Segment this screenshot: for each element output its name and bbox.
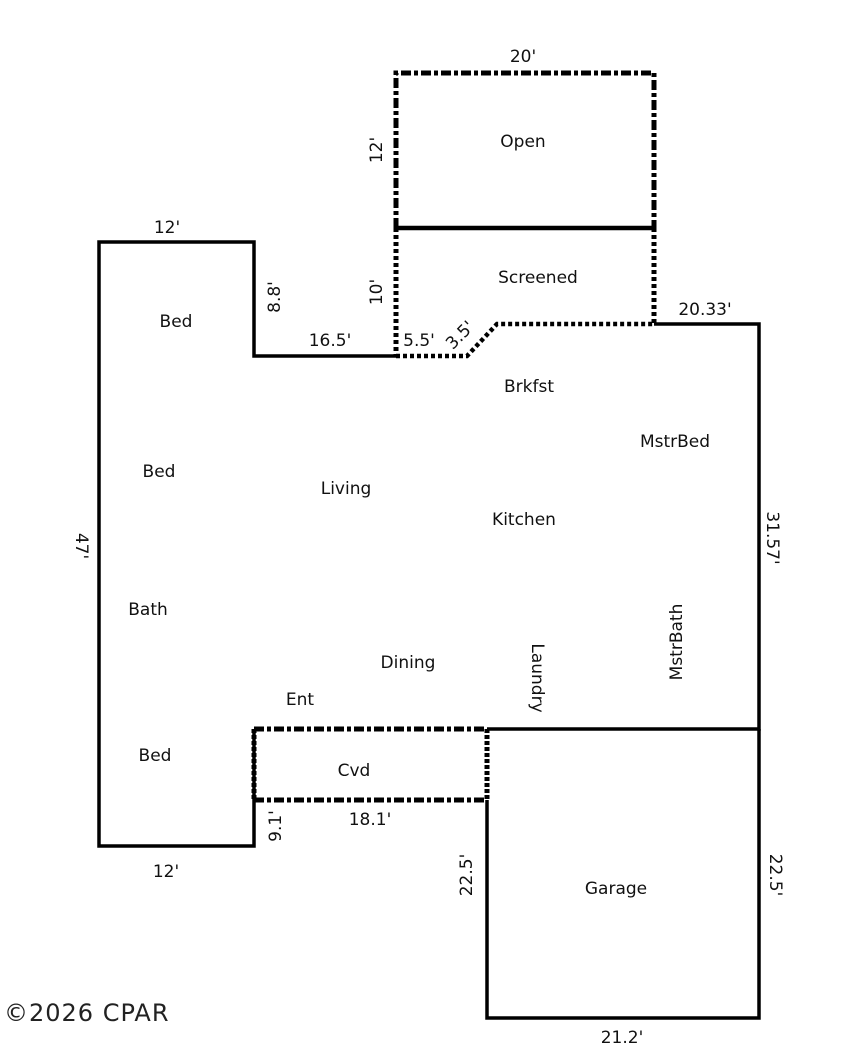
- room-label-brkfst: Brkfst: [504, 377, 554, 397]
- dimension-top-left-width: 12': [154, 218, 180, 238]
- room-label-mstrbed: MstrBed: [640, 432, 710, 452]
- dimension-screened-bottom: 5.5': [403, 331, 435, 351]
- dimension-bottom-left-width: 12': [153, 862, 179, 882]
- dimension-garage-left: 22.5': [457, 854, 477, 897]
- dimension-garage-bottom: 21.2': [601, 1028, 644, 1048]
- dimension-cvd-left: 9.1': [266, 810, 286, 842]
- dimension-top-right-width: 20.33': [678, 300, 731, 320]
- room-label-kitchen: Kitchen: [492, 510, 556, 530]
- dimension-screened-left: 10': [367, 279, 387, 305]
- dimension-cvd-bottom: 18.1': [349, 810, 392, 830]
- room-label-ent: Ent: [286, 690, 315, 710]
- dimension-left-height: 47': [71, 533, 91, 559]
- room-label-dining: Dining: [381, 653, 436, 673]
- screened-porch-outline: [393, 225, 657, 359]
- dimension-open-left: 12': [367, 137, 387, 163]
- room-label-mstrbath: MstrBath: [667, 604, 687, 681]
- room-label-bath: Bath: [128, 600, 168, 620]
- room-label-garage: Garage: [585, 879, 647, 899]
- room-label-bed: Bed: [139, 746, 172, 766]
- room-label-laundry: Laundry: [527, 643, 547, 712]
- dimension-right-height: 31.57': [762, 511, 782, 564]
- room-label-screened: Screened: [498, 268, 578, 288]
- covered-entry-outline: [251, 726, 490, 803]
- dimension-left-step-height: 8.8': [265, 281, 285, 313]
- room-label-cvd: Cvd: [338, 761, 371, 781]
- house-outline: [97, 240, 761, 848]
- copyright-watermark: ©2026 CPAR: [4, 999, 170, 1027]
- room-label-bed: Bed: [160, 312, 193, 332]
- dimension-step-width: 16.5': [309, 331, 352, 351]
- room-label-bed: Bed: [143, 462, 176, 482]
- dimension-garage-right: 22.5': [765, 854, 785, 897]
- room-label-living: Living: [321, 479, 372, 499]
- room-label-open: Open: [500, 132, 545, 152]
- open-porch-outline: [393, 70, 657, 228]
- dimension-open-top: 20': [510, 47, 536, 67]
- garage-outline: [485, 729, 761, 1020]
